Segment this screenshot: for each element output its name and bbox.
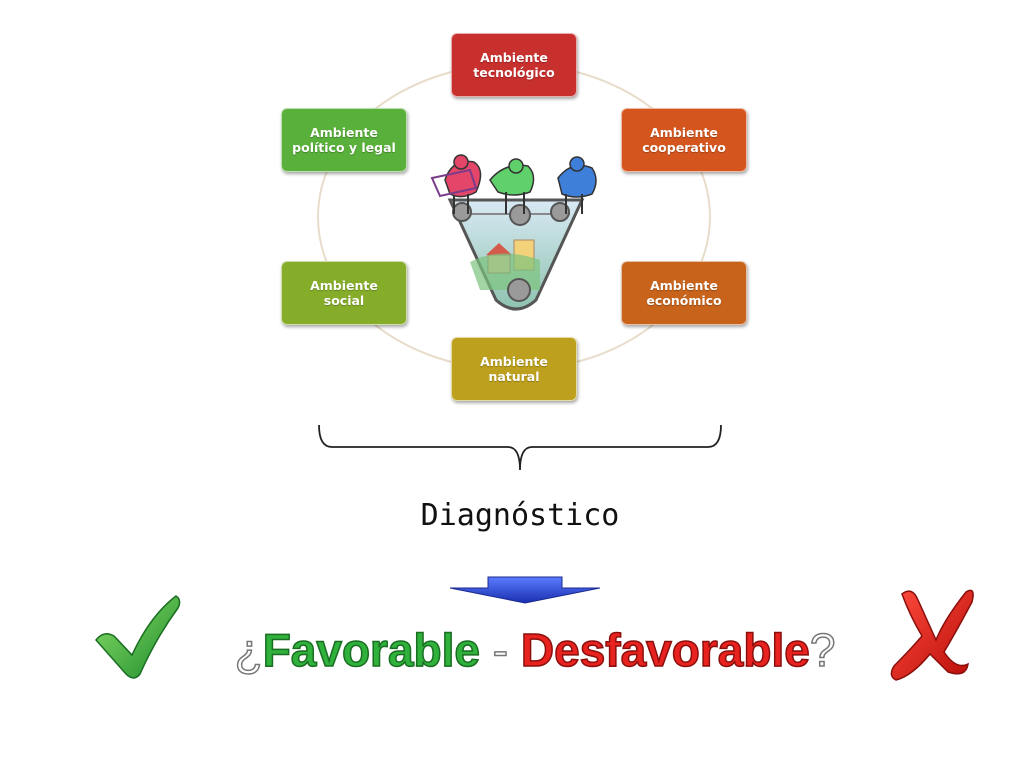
ambient-box-natural: Ambiente natural (451, 337, 577, 401)
ambient-box-social: Ambiente social (281, 261, 407, 325)
ambient-box-economico: Ambiente económico (621, 261, 747, 325)
ambient-box-cooperativo: Ambiente cooperativo (621, 108, 747, 172)
ambient-box-tecnologico: Ambiente tecnológico (451, 33, 577, 97)
diagnostic-label: Diagnóstico (420, 498, 620, 533)
question-close-mark: ? (809, 623, 836, 677)
arrow-down-icon (449, 576, 601, 604)
question-dash: - (492, 623, 509, 677)
ambient-box-politico-legal: Ambiente político y legal (281, 108, 407, 172)
brace-icon (318, 424, 722, 471)
favorable-word: Favorable (262, 623, 481, 677)
question-open-mark: ¿ (234, 623, 264, 677)
cross-x-icon (890, 589, 974, 681)
checkmark-icon (95, 595, 181, 679)
desfavorable-word: Desfavorable (520, 623, 810, 677)
funnel-gears-figures-icon (430, 154, 597, 311)
question-heading: ¿Favorable - Desfavorable? (195, 618, 875, 682)
